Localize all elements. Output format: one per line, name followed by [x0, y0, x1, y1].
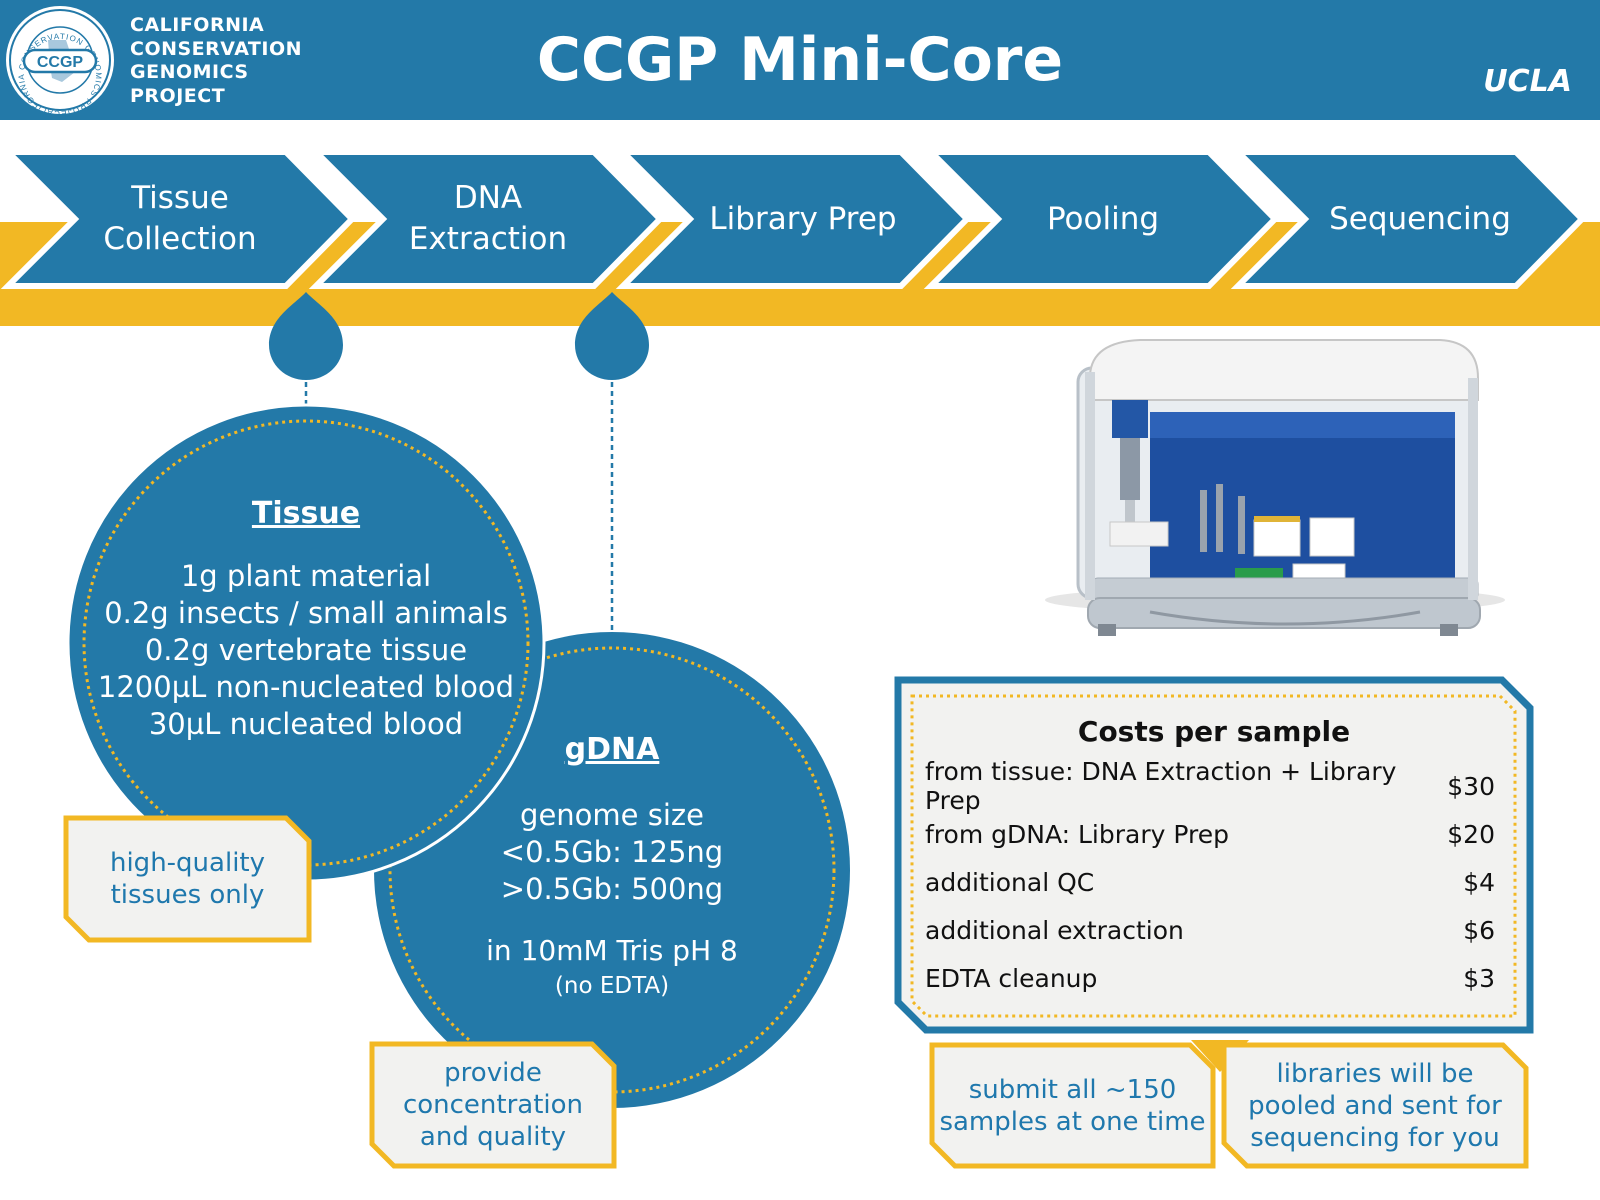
liquid-handler-robot-image	[1045, 339, 1505, 636]
note-submit-text: submit all ~150 samples at one time	[939, 1074, 1206, 1137]
step-arrow-dna-extraction	[308, 149, 665, 289]
drop-marker-gdna	[575, 292, 649, 380]
ccgp-logo-seal: CALIFORNIA CONSERVATION GENOMICS PROJECT…	[0, 0, 114, 118]
cost-row: additional extraction $6	[925, 910, 1495, 950]
gdna-buffer-note: (no EDTA)	[554, 973, 670, 999]
tissue-line: 1g plant material	[180, 559, 432, 593]
cost-price: $6	[1463, 915, 1495, 945]
step-label-dna-extraction: DNA Extraction	[408, 180, 568, 257]
note-box-submit	[929, 1042, 1216, 1169]
note-libraries-text: libraries will be pooled and sent for se…	[1248, 1058, 1502, 1153]
costs-title: Costs per sample	[1077, 715, 1351, 748]
page-title: CCGP Mini-Core	[536, 25, 1064, 95]
tissue-line: 0.2g insects / small animals	[104, 596, 508, 630]
step-arrow-sequencing	[1230, 149, 1587, 289]
drop-marker-tissue	[269, 292, 343, 380]
org-name-line-2: CONSERVATION	[130, 37, 303, 60]
costs-panel	[894, 676, 1534, 1034]
gdna-circle-ring	[388, 646, 836, 1094]
tissue-requirements-list: 1g plant material 0.2g insects / small a…	[86, 558, 526, 743]
tissue-line: 0.2g vertebrate tissue	[144, 633, 468, 667]
tissue-line: 1200µL non-nucleated blood	[97, 670, 515, 704]
org-name-line-1: CALIFORNIA	[130, 14, 265, 36]
organization-name: CALIFORNIA CONSERVATION GENOMICS PROJECT	[130, 14, 302, 108]
step-label-sequencing: Sequencing	[1329, 200, 1511, 237]
cost-item: additional extraction	[925, 915, 1184, 945]
tissue-heading: Tissue	[251, 496, 361, 531]
cost-row: from tissue: DNA Extraction + Library Pr…	[925, 757, 1495, 815]
costs-panel-inner-border	[910, 694, 1517, 1018]
cost-price: $3	[1463, 963, 1495, 993]
cost-item: from gDNA: Library Prep	[925, 819, 1229, 849]
gdna-requirements-list: genome size <0.5Gb: 125ng >0.5Gb: 500ng	[462, 797, 762, 908]
gdna-line: genome size	[520, 798, 704, 832]
header-bar	[0, 0, 1600, 120]
step-label-tissue-collection: Tissue Collection	[103, 180, 257, 257]
gdna-heading: gDNA	[564, 732, 660, 767]
step-arrow-pooling	[923, 149, 1280, 289]
tissue-circle-ring	[82, 419, 530, 867]
org-name-line-3: GENOMICS	[130, 61, 249, 83]
cost-price: $30	[1447, 771, 1495, 801]
cost-price: $4	[1463, 867, 1495, 897]
gdna-line: >0.5Gb: 500ng	[500, 872, 724, 906]
logo-abbrev: CCGP	[37, 54, 84, 71]
step-arrow-library-prep	[615, 149, 972, 289]
note-box-libraries	[1221, 1042, 1529, 1169]
tissue-line: 30µL nucleated blood	[148, 707, 464, 741]
cost-item: additional QC	[925, 867, 1095, 897]
note-box-tissue	[63, 815, 312, 943]
gdna-buffer: in 10mM Tris pH 8	[486, 934, 738, 967]
cost-price: $20	[1447, 819, 1495, 849]
step-label-library-prep: Library Prep	[709, 200, 897, 237]
cost-row: from gDNA: Library Prep $20	[925, 814, 1495, 854]
cost-item: from tissue: DNA Extraction + Library Pr…	[925, 757, 1397, 815]
cost-row: EDTA cleanup $3	[925, 958, 1495, 998]
note-tissue-text: high-quality tissues only	[109, 848, 265, 910]
org-name-line-4: PROJECT	[130, 84, 226, 107]
cost-item: EDTA cleanup	[925, 963, 1098, 993]
cost-row: additional QC $4	[925, 862, 1495, 902]
step-arrow-tissue-collection	[0, 149, 357, 289]
note-box-gdna	[369, 1041, 617, 1169]
institution-label: UCLA	[1483, 64, 1572, 99]
note-gdna-text: provide concentration and quality	[402, 1058, 584, 1152]
step-label-pooling: Pooling	[1046, 200, 1160, 237]
gdna-line: <0.5Gb: 125ng	[500, 835, 724, 869]
